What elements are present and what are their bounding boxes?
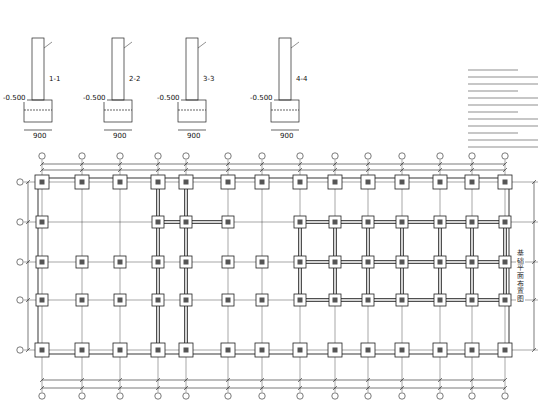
elevation-mark: -0.500	[156, 95, 181, 102]
dimension: 900	[279, 133, 294, 140]
elevation-mark: -0.500	[82, 95, 107, 102]
section-details	[14, 38, 299, 130]
general-notes	[468, 70, 538, 147]
section-label: 4-4	[295, 76, 308, 83]
section-label: 2-2	[128, 76, 141, 83]
elevation-mark: -0.500	[2, 95, 27, 102]
dimension: 900	[32, 133, 47, 140]
elevation-mark: -0.500	[249, 95, 274, 102]
plan-grid	[17, 153, 538, 399]
section-label: 1-1	[48, 76, 61, 83]
drawing-title: 基础平面布置图	[516, 250, 525, 304]
dimension: 900	[112, 133, 127, 140]
dimension: 900	[186, 133, 201, 140]
section-label: 3-3	[202, 76, 215, 83]
